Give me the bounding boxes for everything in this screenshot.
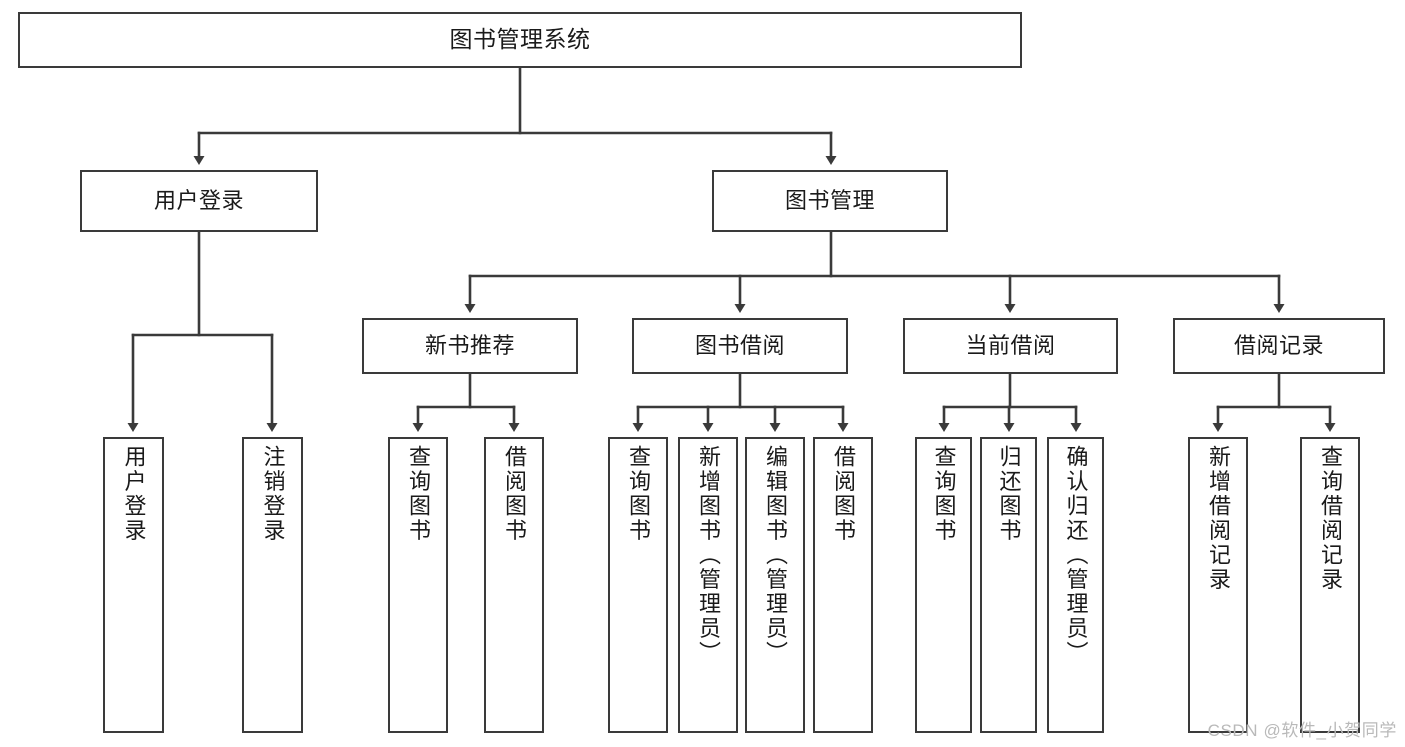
node-label: 图书管理 xyxy=(784,188,875,214)
node-leaf-edit-book[interactable]: 编辑图书（管理员） xyxy=(745,437,805,733)
node-leaf-logout[interactable]: 注销登录 xyxy=(242,437,303,733)
node-leaf-borrow-book-1[interactable]: 借阅图书 xyxy=(484,437,544,733)
node-leaf-query-book-3[interactable]: 查询图书 xyxy=(915,437,972,733)
node-label: 确认归还（管理员） xyxy=(1063,445,1089,666)
node-label: 注销登录 xyxy=(260,445,286,543)
node-label: 查询图书 xyxy=(626,445,651,543)
node-leaf-user-login[interactable]: 用户登录 xyxy=(103,437,164,733)
node-label: 查询借阅记录 xyxy=(1318,445,1343,592)
node-book-management[interactable]: 图书管理 xyxy=(712,170,948,232)
node-label: 用户登录 xyxy=(153,188,244,214)
node-book-borrow[interactable]: 图书借阅 xyxy=(632,318,848,374)
node-user-login[interactable]: 用户登录 xyxy=(80,170,318,232)
node-leaf-query-book-1[interactable]: 查询图书 xyxy=(388,437,448,733)
watermark: CSDN @软件_小贺同学 xyxy=(1207,721,1397,740)
node-leaf-confirm-return[interactable]: 确认归还（管理员） xyxy=(1047,437,1104,733)
node-borrow-record[interactable]: 借阅记录 xyxy=(1173,318,1385,374)
node-leaf-query-record[interactable]: 查询借阅记录 xyxy=(1300,437,1360,733)
node-label: 新增图书（管理员） xyxy=(696,445,721,666)
node-label: 借阅记录 xyxy=(1233,333,1324,359)
node-label: 用户登录 xyxy=(121,445,147,543)
node-label: 当前借阅 xyxy=(965,333,1056,359)
node-leaf-return-book[interactable]: 归还图书 xyxy=(980,437,1037,733)
node-label: 查询图书 xyxy=(931,445,957,543)
node-label: 归还图书 xyxy=(996,445,1022,543)
node-leaf-add-book[interactable]: 新增图书（管理员） xyxy=(678,437,738,733)
node-label: 图书借阅 xyxy=(694,333,785,359)
node-label: 查询图书 xyxy=(406,445,431,543)
node-label: 新书推荐 xyxy=(424,333,515,359)
node-current-borrow[interactable]: 当前借阅 xyxy=(903,318,1118,374)
node-label: 借阅图书 xyxy=(502,445,527,543)
node-label: 新增借阅记录 xyxy=(1206,445,1231,592)
node-leaf-add-record[interactable]: 新增借阅记录 xyxy=(1188,437,1248,733)
node-label: 图书管理系统 xyxy=(449,26,591,53)
node-leaf-query-book-2[interactable]: 查询图书 xyxy=(608,437,668,733)
node-leaf-borrow-book-2[interactable]: 借阅图书 xyxy=(813,437,873,733)
node-new-book-recommend[interactable]: 新书推荐 xyxy=(362,318,578,374)
node-label: 借阅图书 xyxy=(831,445,856,543)
node-label: 编辑图书（管理员） xyxy=(763,445,788,666)
node-book-management-system[interactable]: 图书管理系统 xyxy=(18,12,1022,68)
